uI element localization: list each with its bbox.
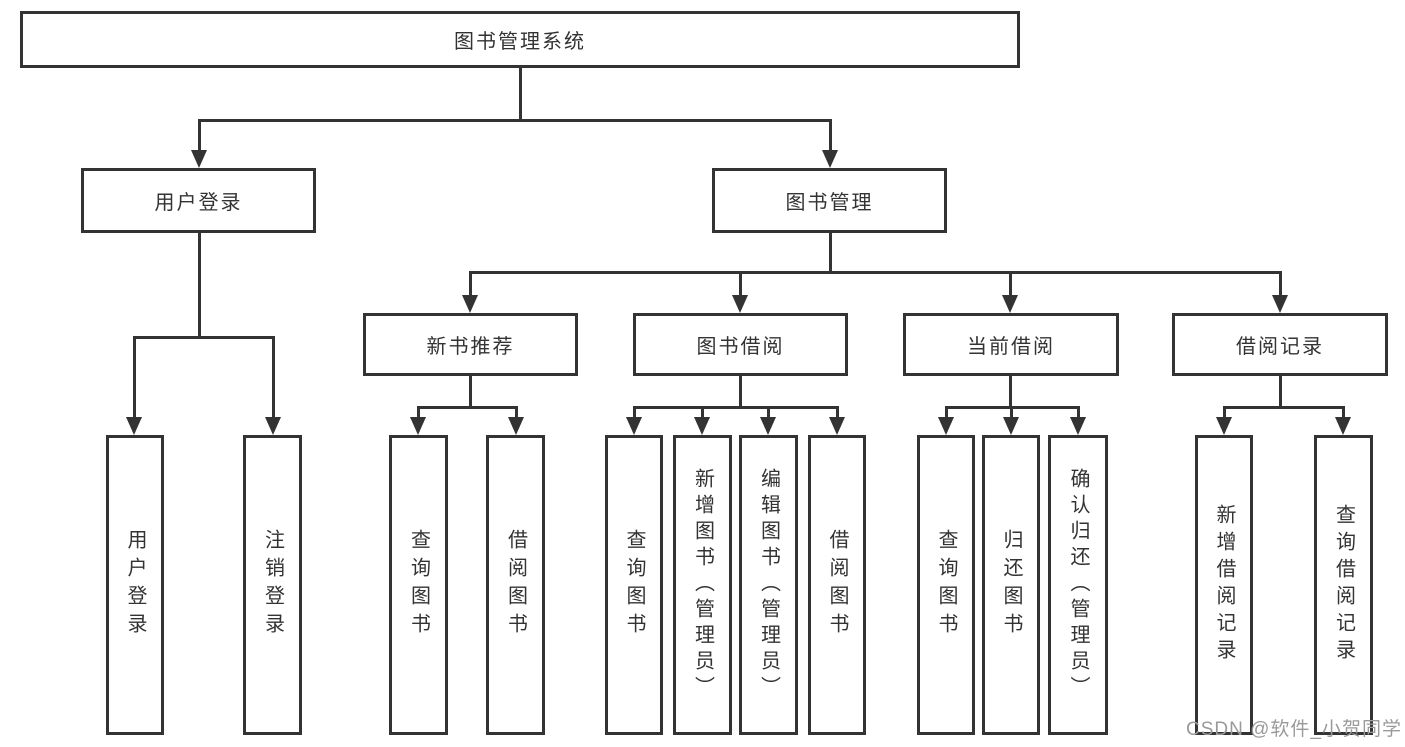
connector-line: [1279, 271, 1282, 295]
node-leaf-search-books: 查询图书: [389, 435, 448, 735]
node-label: 查询图书: [407, 529, 430, 641]
arrow-down-icon: [1216, 417, 1232, 435]
arrow-down-icon: [508, 417, 524, 435]
node-book-management: 图书管理: [712, 168, 947, 233]
node-label: 图书借阅: [696, 336, 785, 358]
arrow-down-icon: [410, 417, 426, 435]
node-leaf-search-books: 查询图书: [605, 435, 663, 735]
arrow-down-icon: [462, 295, 478, 313]
arrow-down-icon: [626, 417, 642, 435]
node-label: 新书推荐: [426, 336, 515, 358]
node-label: 图书管理系统: [454, 31, 586, 53]
node-label: 归还图书: [1000, 529, 1022, 641]
node-label: 确认归还（管理员）: [1067, 468, 1089, 702]
node-leaf-add-books-admin: 新增图书（管理员）: [673, 435, 732, 735]
connector-line: [519, 68, 522, 119]
node-label: 当前借阅: [967, 336, 1055, 358]
node-leaf-borrow-books: 借阅图书: [808, 435, 866, 735]
connector-line: [198, 233, 201, 336]
connector-line: [829, 233, 832, 271]
connector-line: [198, 119, 201, 150]
node-label: 编辑图书（管理员）: [757, 468, 780, 702]
node-leaf-add-borrow-record: 新增借阅记录: [1195, 435, 1253, 735]
connector-line: [633, 406, 839, 409]
node-borrowing-records: 借阅记录: [1172, 313, 1388, 376]
connector-line: [1009, 376, 1012, 406]
node-current-borrowing: 当前借阅: [903, 313, 1119, 376]
node-leaf-user-login: 用户登录: [106, 435, 164, 735]
connector-line: [133, 336, 136, 417]
node-label: 借阅记录: [1236, 336, 1324, 358]
connector-line: [1009, 271, 1012, 295]
node-root-library-system: 图书管理系统: [20, 11, 1020, 68]
connector-line: [515, 406, 518, 417]
connector-line: [469, 376, 472, 406]
connector-line: [417, 406, 518, 409]
node-leaf-borrow-books: 借阅图书: [486, 435, 545, 735]
connector-line: [198, 119, 831, 122]
arrow-down-icon: [822, 150, 838, 168]
node-leaf-search-books: 查询图书: [917, 435, 975, 735]
connector-line: [1279, 376, 1282, 406]
connector-line: [739, 376, 742, 406]
connector-line: [767, 406, 770, 417]
node-label: 借阅图书: [826, 529, 848, 641]
node-user-login: 用户登录: [81, 168, 316, 233]
connector-line: [272, 336, 275, 417]
connector-line: [633, 406, 636, 417]
arrow-down-icon: [938, 417, 954, 435]
arrow-down-icon: [1070, 417, 1086, 435]
connector-line: [1223, 406, 1226, 417]
arrow-down-icon: [1002, 295, 1018, 313]
connector-line: [1077, 406, 1080, 417]
node-label: 图书管理: [785, 192, 874, 214]
connector-line: [701, 406, 704, 417]
connector-line: [739, 271, 742, 295]
node-leaf-confirm-return-admin: 确认归还（管理员）: [1048, 435, 1108, 735]
node-label: 查询图书: [623, 529, 645, 641]
node-leaf-edit-books-admin: 编辑图书（管理员）: [739, 435, 798, 735]
node-label: 借阅图书: [504, 529, 527, 641]
connector-line: [836, 406, 839, 417]
node-label: 用户登录: [124, 529, 146, 641]
node-leaf-logout: 注销登录: [243, 435, 302, 735]
connector-line: [469, 271, 1281, 274]
node-label: 查询图书: [935, 529, 957, 641]
arrow-down-icon: [265, 417, 281, 435]
node-leaf-search-borrow-record: 查询借阅记录: [1314, 435, 1373, 735]
node-book-borrowing: 图书借阅: [633, 313, 848, 376]
arrow-down-icon: [1003, 417, 1019, 435]
node-label: 用户登录: [154, 192, 243, 214]
connector-line: [1010, 406, 1013, 417]
node-leaf-return-books: 归还图书: [982, 435, 1040, 735]
node-label: 注销登录: [261, 529, 284, 641]
connector-line: [133, 336, 274, 339]
connector-line: [829, 119, 832, 150]
arrow-down-icon: [126, 417, 142, 435]
arrow-down-icon: [694, 417, 710, 435]
arrow-down-icon: [1272, 295, 1288, 313]
connector-line: [469, 271, 472, 295]
arrow-down-icon: [191, 150, 207, 168]
node-label: 新增图书（管理员）: [691, 468, 714, 702]
csdn-watermark: CSDN @软件_小贺同学: [1186, 719, 1402, 740]
node-label: 查询借阅记录: [1332, 504, 1355, 666]
node-new-book-recommendation: 新书推荐: [363, 313, 578, 376]
node-label: 新增借阅记录: [1213, 504, 1235, 666]
connector-line: [1223, 406, 1344, 409]
arrow-down-icon: [760, 417, 776, 435]
arrow-down-icon: [1335, 417, 1351, 435]
arrow-down-icon: [732, 295, 748, 313]
connector-line: [417, 406, 420, 417]
connector-line: [1342, 406, 1345, 417]
connector-line: [945, 406, 948, 417]
arrow-down-icon: [829, 417, 845, 435]
